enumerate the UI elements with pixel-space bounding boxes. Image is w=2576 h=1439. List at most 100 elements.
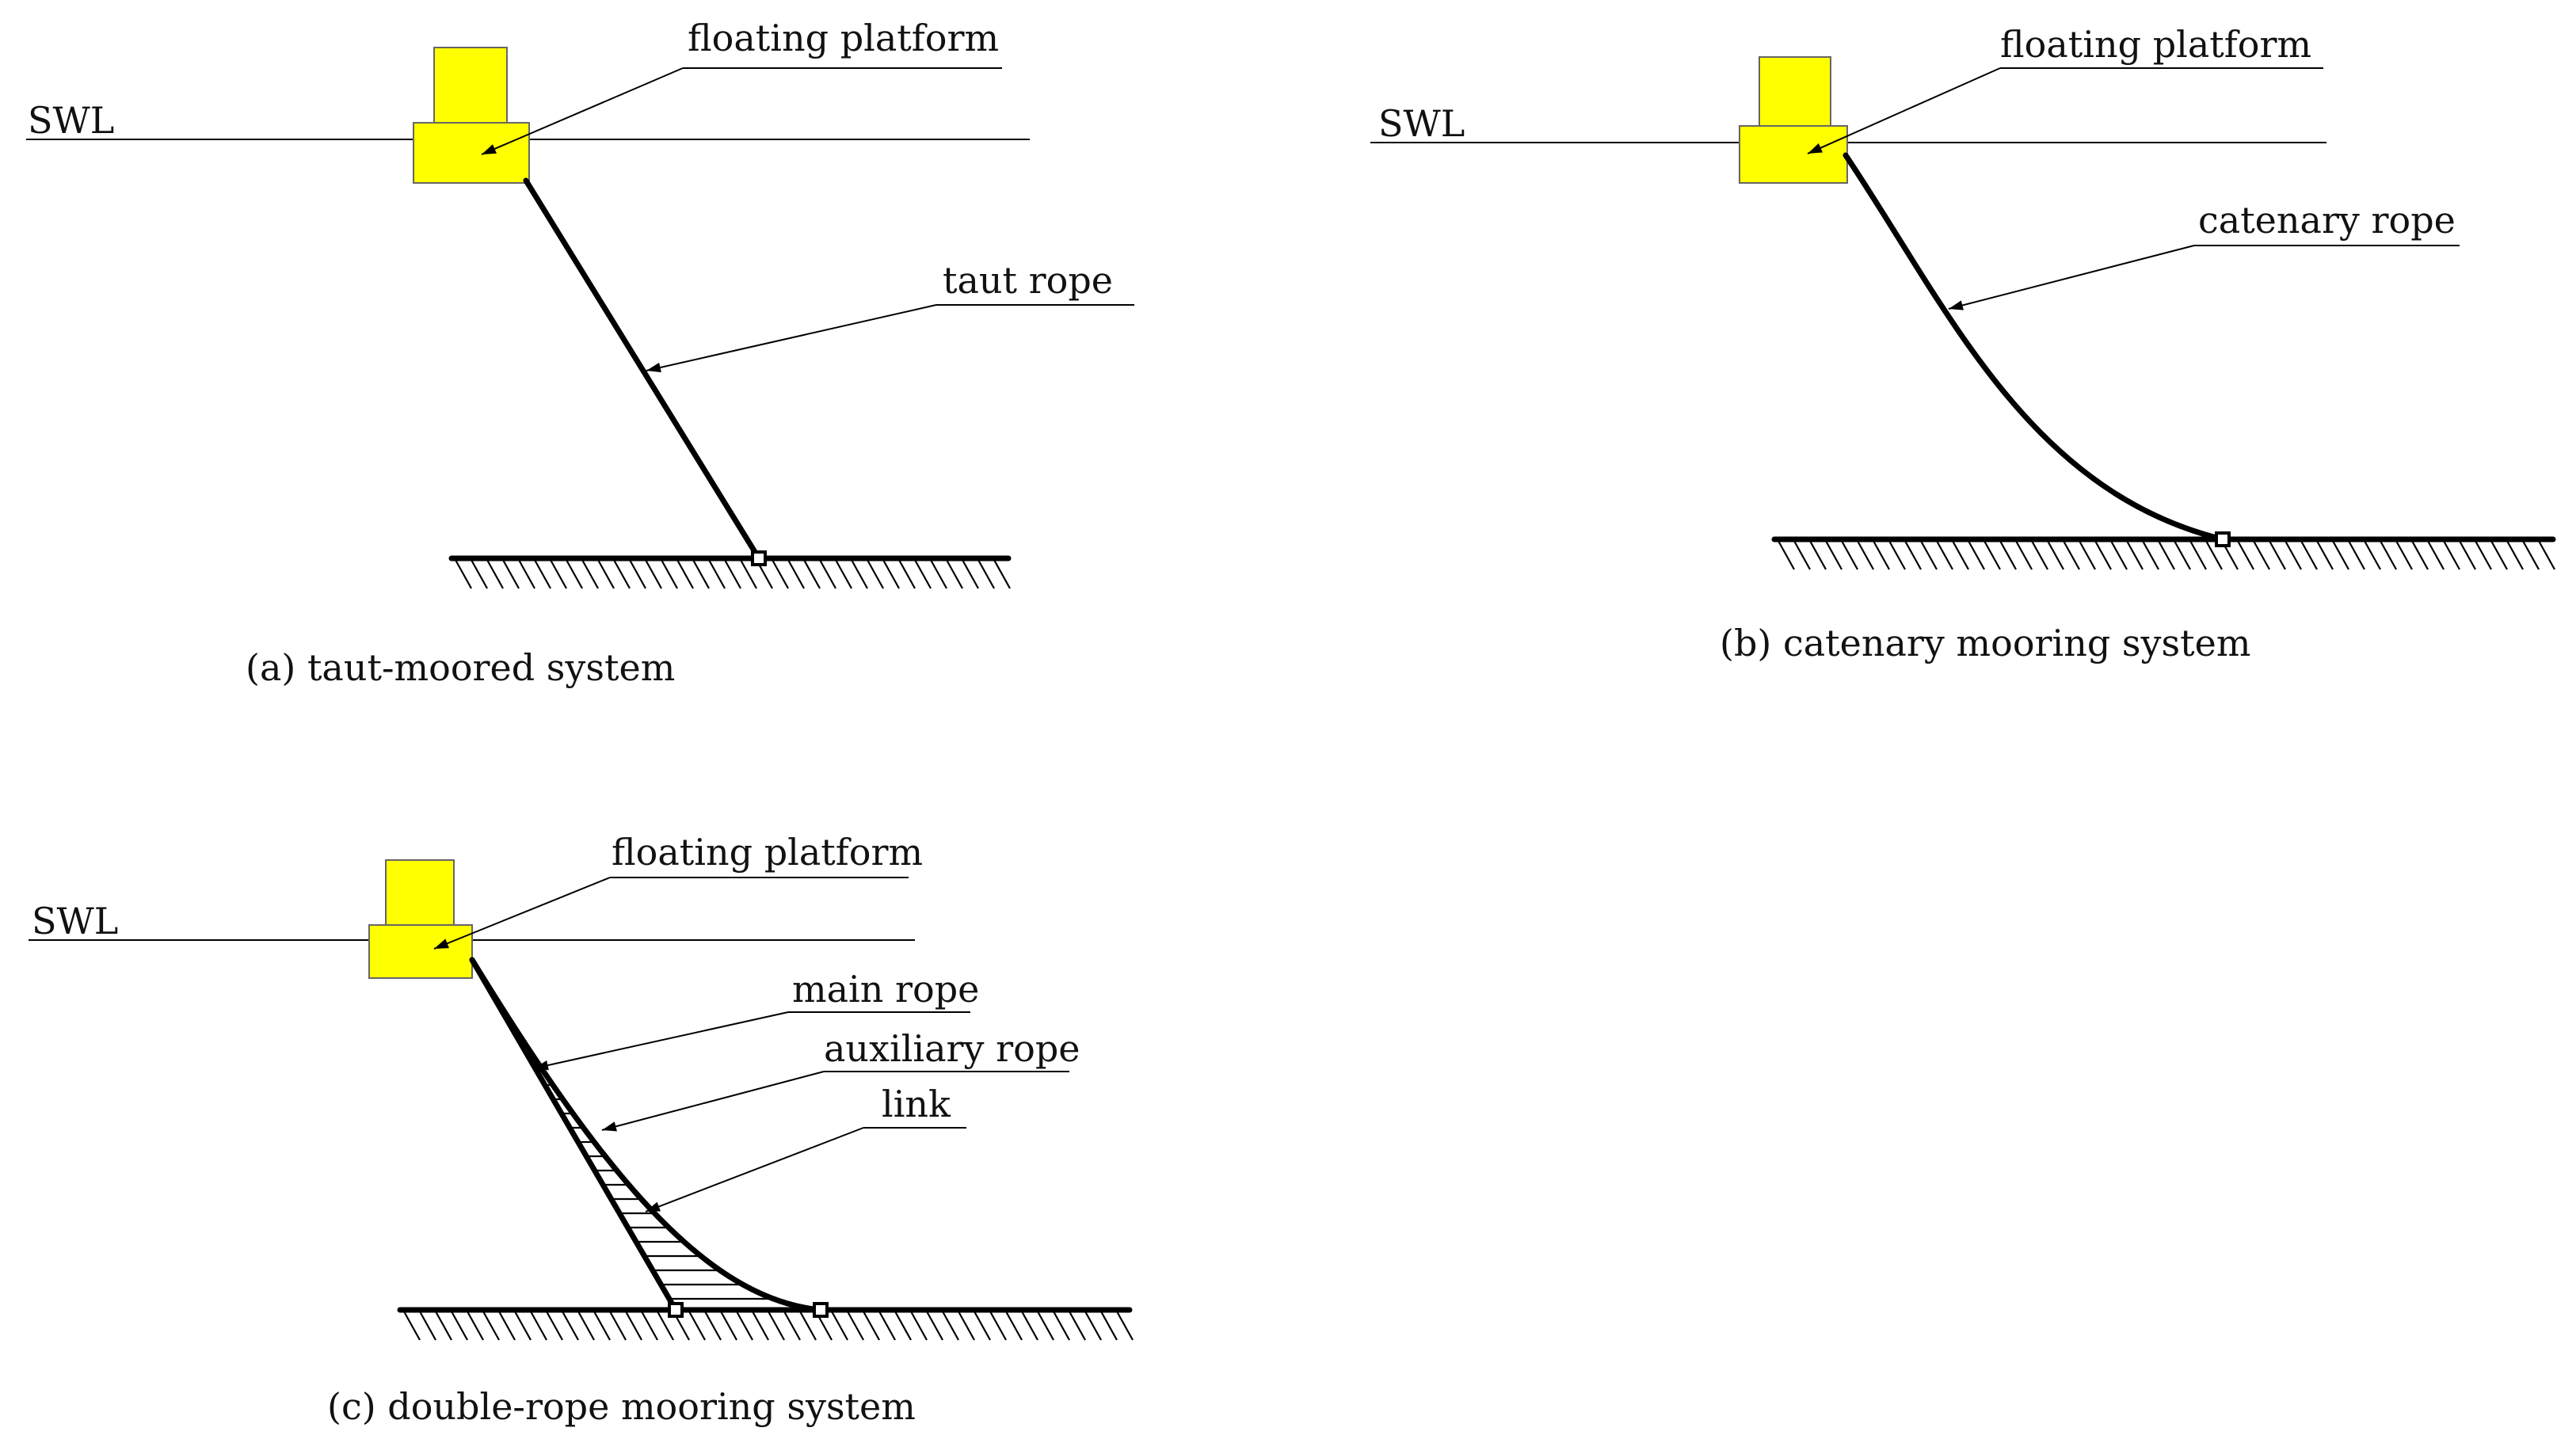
seabed-hatch-mark (942, 1311, 959, 1341)
seabed-hatch-mark (803, 559, 821, 589)
seabed-hatch-mark (1904, 540, 1922, 570)
seabed (1771, 536, 2556, 570)
seabed (397, 1307, 1134, 1341)
seabed-hatching (455, 559, 1011, 589)
main-rope-label: main rope (792, 968, 979, 1011)
seabed-hatch-mark (1920, 540, 1938, 570)
rope-label: taut rope (943, 259, 1113, 302)
seabed-hatch-mark (597, 559, 615, 589)
seabed-hatch-mark (534, 559, 551, 589)
platform-tower (1759, 56, 1831, 128)
seabed-hatch-mark (577, 1311, 595, 1341)
panel-c-double-rope-mooring: SWL floating platform main rope auxiliar… (29, 831, 1134, 1428)
seabed-hatch-mark (482, 1311, 500, 1341)
auxiliary-rope-anchor (813, 1302, 829, 1318)
seabed-hatch-mark (910, 1311, 928, 1341)
seabed-hatch-mark (1778, 540, 1795, 570)
seabed-hatch-mark (863, 1311, 880, 1341)
seabed-hatch-mark (692, 559, 710, 589)
seabed-hatch-mark (768, 1311, 785, 1341)
seabed-hatch-mark (419, 1311, 436, 1341)
seabed-hatch-mark (720, 1311, 737, 1341)
seabed-hatch-mark (467, 1311, 484, 1341)
seabed-hatch-mark (926, 1311, 943, 1341)
seabed-hatch-mark (1100, 1311, 1118, 1341)
seabed-hatch-mark (752, 1311, 769, 1341)
seabed-hatch-mark (1825, 540, 1842, 570)
seabed-hatch-mark (1084, 1311, 1102, 1341)
main-rope-leader-arrow (533, 1011, 789, 1071)
seabed-hatch-mark (2269, 540, 2286, 570)
platform-label: floating platform (2000, 23, 2311, 66)
seabed-hatch-mark (2189, 540, 2207, 570)
seabed-hatch-mark (2110, 540, 2128, 570)
seabed-hatch-mark (2079, 540, 2096, 570)
seabed-hatch-mark (2126, 540, 2143, 570)
seabed-hatch-mark (2094, 540, 2112, 570)
seabed-hatch-mark (2158, 540, 2175, 570)
seabed-hatch-mark (2284, 540, 2302, 570)
seabed-hatch-mark (657, 1311, 674, 1341)
seabed-hatch-mark (882, 559, 900, 589)
seabed-hatch-mark (1999, 540, 2017, 570)
seabed-hatch-mark (562, 1311, 579, 1341)
seabed-hatch-mark (546, 1311, 563, 1341)
seabed-hatch-mark (471, 559, 488, 589)
seabed-hatch-mark (993, 559, 1011, 589)
seabed-hatch-mark (2300, 540, 2318, 570)
seabed-hatch-mark (2506, 540, 2524, 570)
floating-platform (1739, 56, 1848, 184)
seabed-hatch-mark (1968, 540, 1985, 570)
seabed-hatch-mark (2490, 540, 2508, 570)
panel-caption: (c) double-rope mooring system (327, 1385, 916, 1428)
seabed-hatch-mark (867, 559, 884, 589)
seabed-hatch-mark (2364, 540, 2381, 570)
seabed-hatch-mark (977, 559, 995, 589)
seabed-hatch-mark (851, 559, 868, 589)
seabed-hatch-mark (1793, 540, 1811, 570)
seabed-hatch-mark (688, 1311, 706, 1341)
seabed-hatch-mark (518, 559, 535, 589)
seabed-hatch-mark (1857, 540, 1874, 570)
seabed-hatch-mark (799, 1311, 817, 1341)
seabed-hatch-mark (2348, 540, 2365, 570)
seabed-hatch-mark (486, 559, 504, 589)
seabed-hatch-mark (609, 1311, 627, 1341)
anchor-point (751, 550, 767, 566)
seabed-hatch-mark (2015, 540, 2033, 570)
seabed-hatch-mark (819, 559, 836, 589)
platform-tower (433, 47, 508, 124)
seabed-hatch-mark (625, 1311, 642, 1341)
seabed-hatch-mark (451, 1311, 468, 1341)
seabed-hatch-mark (1021, 1311, 1038, 1341)
seabed-hatch-mark (894, 1311, 912, 1341)
seabed-hatch-mark (1005, 1311, 1023, 1341)
seabed-hatch-mark (847, 1311, 864, 1341)
seabed-hatch-mark (914, 559, 932, 589)
seabed-hatch-mark (502, 559, 520, 589)
rope-leader-arrow (1948, 245, 2195, 310)
seabed-hatch-mark (645, 559, 662, 589)
seabed-hatch-mark (736, 1311, 753, 1341)
seabed-hatch-mark (1053, 1311, 1070, 1341)
seabed-hatch-mark (1983, 540, 2001, 570)
platform-hull (413, 122, 530, 184)
seabed-hatch-mark (2459, 540, 2476, 570)
seabed-hatch-mark (2443, 540, 2460, 570)
seabed-hatch-mark (1888, 540, 1906, 570)
platform-label: floating platform (612, 831, 923, 874)
rope-label: catenary rope (2198, 199, 2456, 242)
seabed-hatch-mark (962, 559, 979, 589)
seabed-hatch-mark (455, 559, 472, 589)
seabed-hatch-mark (835, 559, 852, 589)
seabed-hatch-mark (989, 1311, 1007, 1341)
panel-caption: (b) catenary mooring system (1720, 622, 2250, 664)
seabed-hatch-mark (2174, 540, 2191, 570)
seabed-hatch-mark (435, 1311, 452, 1341)
swl-label: SWL (1378, 102, 1465, 145)
platform-leader-arrow (481, 67, 684, 155)
seabed-hatch-mark (787, 559, 805, 589)
seabed-hatch-mark (2475, 540, 2492, 570)
seabed-hatch-mark (2205, 540, 2223, 570)
